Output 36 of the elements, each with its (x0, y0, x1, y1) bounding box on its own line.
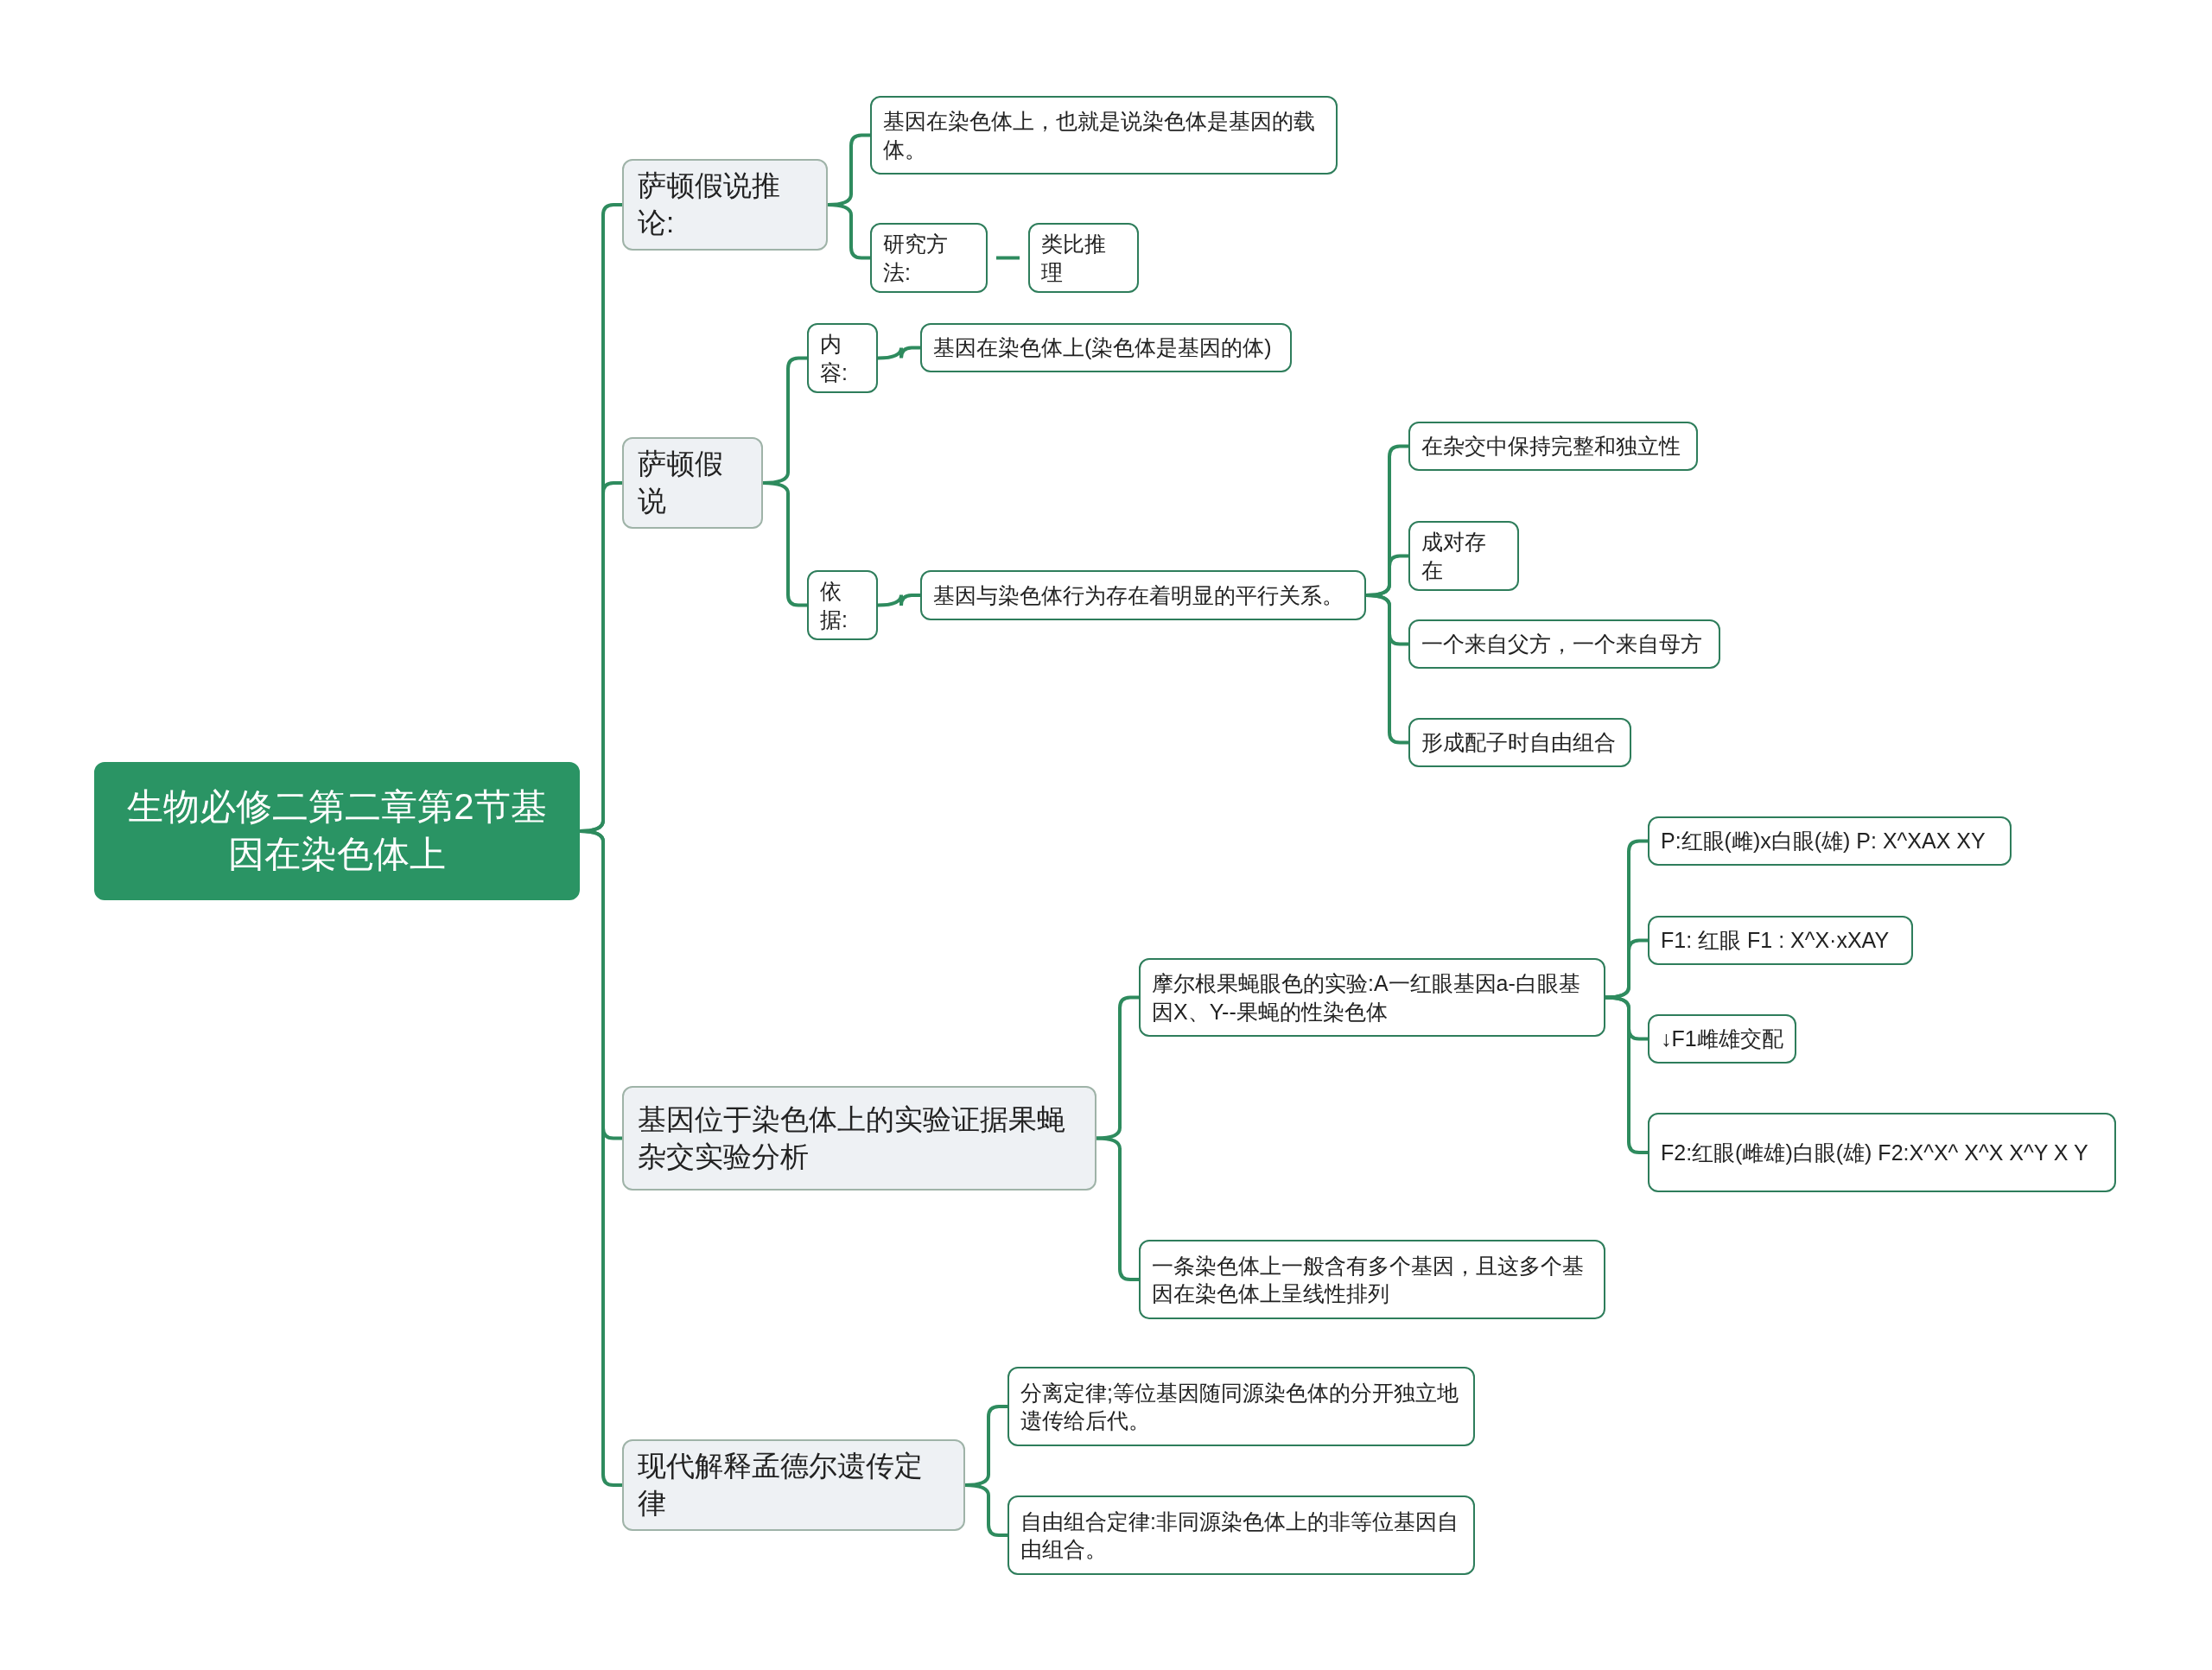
subtopic-box: 基因与染色体行为存在着明显的平行关系。 (920, 570, 1366, 620)
connector-line (579, 829, 622, 1487)
subtopic-box: 研究方法: (870, 223, 988, 293)
subtopic-box: 依据: (807, 570, 878, 640)
connector-line (827, 203, 870, 260)
topic-box: 萨顿假说 (622, 437, 763, 529)
subtopic-box: 成对存在 (1408, 521, 1519, 591)
subtopic-box: 一条染色体上一般含有多个基因，且这多个基因在染色体上呈线性排列 (1139, 1240, 1605, 1319)
subtopic-box: 基因在染色体上(染色体是基因的体) (920, 323, 1292, 372)
connector-line (1365, 594, 1408, 745)
topic-box: 萨顿假说推论: (622, 159, 828, 251)
subtopic-box: 摩尔根果蝇眼色的实验:A一红眼基因a-白眼基因X、Y--果蝇的性染色体 (1139, 958, 1605, 1037)
subtopic-box: F2:红眼(雌雄)白眼(雄) F2:X^X^ X^X X^Y X Y (1648, 1113, 2116, 1192)
topic-box: 基因位于染色体上的实验证据果蝇杂交实验分析 (622, 1086, 1096, 1191)
connector-line (964, 1483, 1007, 1537)
subtopic-box: P:红眼(雌)x白眼(雄) P: X^XAX XY (1648, 816, 2012, 866)
subtopic-box: 类比推理 (1028, 223, 1139, 293)
connector-line (877, 346, 920, 360)
subtopic-box: 一个来自父方，一个来自母方 (1408, 619, 1720, 669)
subtopic-box: 在杂交中保持完整和独立性 (1408, 422, 1698, 471)
subtopic-box: ↓F1雌雄交配 (1648, 1014, 1796, 1064)
subtopic-box: 形成配子时自由组合 (1408, 718, 1631, 767)
subtopic-box: F1: 红眼 F1 : X^X·xXAY (1648, 916, 1913, 965)
subtopic-box: 自由组合定律:非同源染色体上的非等位基因自由组合。 (1007, 1495, 1475, 1575)
connector-line (996, 256, 1020, 260)
connector-line (1605, 938, 1648, 1000)
root-topic-box: 生物必修二第二章第2节基因在染色体上 (94, 762, 580, 900)
connector-line (1096, 1136, 1139, 1281)
connector-line (1605, 995, 1648, 1154)
subtopic-box: 分离定律;等位基因随同源染色体的分开独立地遗传给后代。 (1007, 1367, 1475, 1446)
connector-line (1096, 995, 1139, 1140)
connector-line (762, 481, 807, 607)
topic-box: 现代解释孟德尔遗传定律 (622, 1439, 965, 1531)
subtopic-box: 基因在染色体上，也就是说染色体是基因的载体。 (870, 96, 1338, 175)
connector-line (877, 593, 920, 607)
subtopic-box: 内容: (807, 323, 878, 393)
